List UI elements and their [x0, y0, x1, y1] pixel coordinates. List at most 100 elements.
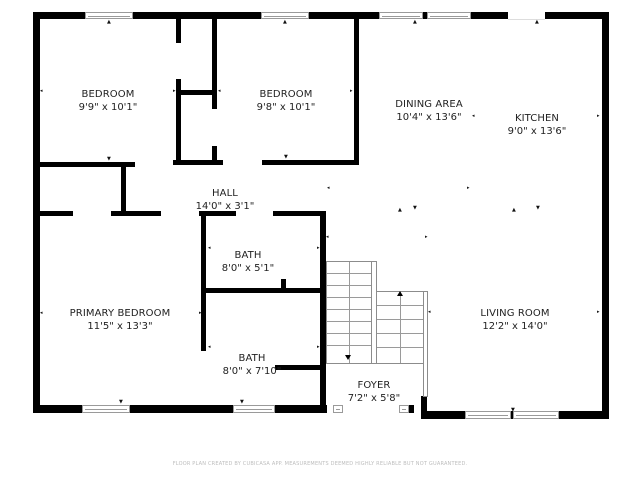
bath-1-wall-top-right: [273, 211, 325, 216]
window-primary-bedroom: [82, 405, 130, 413]
closet-divider: [176, 90, 216, 95]
bedroom-2-wall-right: [354, 19, 359, 165]
exterior-wall-bottom-left: [33, 405, 327, 413]
room-label-living-room: LIVING ROOM 12'2" x 14'0": [480, 307, 549, 333]
disclaimer-footer: FLOOR PLAN CREATED BY CUBICASA APP. MEAS…: [172, 461, 468, 467]
stairs-down-flight: [326, 261, 376, 364]
room-dimensions: 7'2" x 5'8": [347, 393, 401, 404]
room-label-kitchen: KITCHEN 9'0" x 13'6": [508, 112, 567, 138]
stairs-up-flight: [376, 291, 426, 364]
measure-tick-icon: ▲: [413, 19, 417, 25]
room-label-bedroom-2: BEDROOM 9'8" x 10'1": [257, 88, 316, 114]
room-name: BATH: [238, 353, 266, 364]
measure-tick-icon: ▼: [413, 205, 417, 211]
closet-wall-right-upper: [212, 19, 217, 109]
measure-tick-icon: ◂: [218, 88, 221, 94]
measure-tick-icon: ▸: [173, 88, 176, 94]
bedroom-2-wall-bottom: [262, 160, 359, 165]
measure-tick-icon: ▲: [107, 19, 111, 25]
foyer-jog-wall: [421, 396, 427, 418]
closet-wall-left-lower: [176, 79, 181, 164]
stair-up-arrow-icon: [397, 291, 403, 296]
closet-wall-left-upper: [176, 19, 181, 43]
room-label-bath-2: BATH 8'0" x 7'10": [223, 352, 282, 378]
measure-tick-icon: ▼: [511, 407, 515, 413]
room-name: FOYER: [357, 380, 391, 391]
measure-tick-icon: ▲: [535, 19, 539, 25]
measure-tick-icon: ◂: [326, 234, 329, 240]
foyer-sidelight-left: [333, 405, 343, 413]
room-name: BEDROOM: [259, 89, 313, 100]
measure-tick-icon: ▼: [107, 156, 111, 162]
measure-tick-icon: ▲: [512, 207, 516, 213]
measure-tick-icon: ◂: [208, 344, 211, 350]
room-dimensions: 14'0" x 3'1": [195, 201, 255, 212]
measure-tick-icon: ▸: [199, 310, 202, 316]
kitchen-opening: [508, 12, 545, 20]
exterior-wall-right: [602, 12, 609, 418]
room-name: LIVING ROOM: [480, 308, 550, 319]
closet-wall-right-lower: [212, 146, 217, 164]
bath-wall-right: [320, 211, 326, 411]
window-bedroom-1: [85, 12, 133, 19]
primary-bath-wall-lower: [201, 293, 206, 351]
hall-closet-stub: [121, 162, 126, 214]
room-dimensions: 12'2" x 14'0": [482, 321, 548, 332]
room-dimensions: 8'0" x 7'10": [222, 366, 282, 377]
window-dining-a: [379, 12, 423, 19]
foyer-sidelight-right: [399, 405, 409, 413]
closet-wall-bottom: [173, 160, 223, 165]
room-dimensions: 10'4" x 13'6": [396, 112, 462, 123]
room-name: HALL: [212, 188, 238, 199]
bath-wall-left: [201, 211, 206, 295]
foyer-door-post: [409, 405, 414, 413]
room-name: DINING AREA: [395, 99, 463, 110]
exterior-wall-top: [33, 12, 609, 19]
measure-tick-icon: ◂: [472, 113, 475, 119]
primary-wall-top-right: [111, 211, 161, 216]
measure-tick-icon: ▼: [284, 154, 288, 160]
window-dining-b: [427, 12, 471, 19]
front-door-opening: [343, 406, 399, 412]
window-living-a: [465, 411, 511, 419]
stair-down-arrow-icon: [345, 355, 351, 360]
measure-tick-icon: ▲: [398, 207, 402, 213]
bath-divider: [201, 288, 325, 293]
measure-tick-icon: ▼: [536, 205, 540, 211]
room-name: BATH: [234, 250, 262, 261]
room-name: BEDROOM: [81, 89, 135, 100]
room-dimensions: 11'5" x 13'3": [87, 321, 153, 332]
room-label-bedroom-1: BEDROOM 9'9" x 10'1": [79, 88, 138, 114]
measure-tick-icon: ▸: [597, 309, 600, 315]
measure-tick-icon: ▸: [350, 88, 353, 94]
bath-1-stub: [281, 279, 286, 291]
measure-tick-icon: ▼: [240, 399, 244, 405]
bath-1-wall-top-left: [199, 211, 236, 216]
measure-tick-icon: ▸: [597, 113, 600, 119]
measure-tick-icon: ◂: [327, 185, 330, 191]
stair-rail-right: [423, 291, 428, 397]
room-name: KITCHEN: [514, 113, 560, 124]
primary-wall-top-left: [33, 211, 73, 216]
room-label-bath-1: BATH 8'0" x 5'1": [222, 249, 274, 275]
measure-tick-icon: ◂: [428, 309, 431, 315]
room-label-foyer: FOYER 7'2" x 5'8": [348, 379, 400, 405]
measure-tick-icon: ▸: [317, 344, 320, 350]
room-label-dining-area: DINING AREA 10'4" x 13'6": [395, 98, 463, 124]
bath-2-shower-wall: [275, 365, 323, 370]
window-bedroom-2: [261, 12, 309, 19]
measure-tick-icon: ▸: [317, 245, 320, 251]
measure-tick-icon: ▲: [283, 19, 287, 25]
room-name: PRIMARY BEDROOM: [69, 308, 171, 319]
room-dimensions: 9'8" x 10'1": [256, 102, 316, 113]
measure-tick-icon: ▼: [119, 399, 123, 405]
room-label-hall: HALL 14'0" x 3'1": [196, 187, 255, 213]
room-dimensions: 9'9" x 10'1": [78, 102, 138, 113]
measure-tick-icon: ◂: [40, 88, 43, 94]
window-bath-2: [233, 405, 275, 413]
measure-tick-icon: ▸: [467, 185, 470, 191]
room-label-primary-bedroom: PRIMARY BEDROOM 11'5" x 13'3": [70, 307, 171, 333]
window-living-b: [513, 411, 559, 419]
measure-tick-icon: ▸: [425, 234, 428, 240]
